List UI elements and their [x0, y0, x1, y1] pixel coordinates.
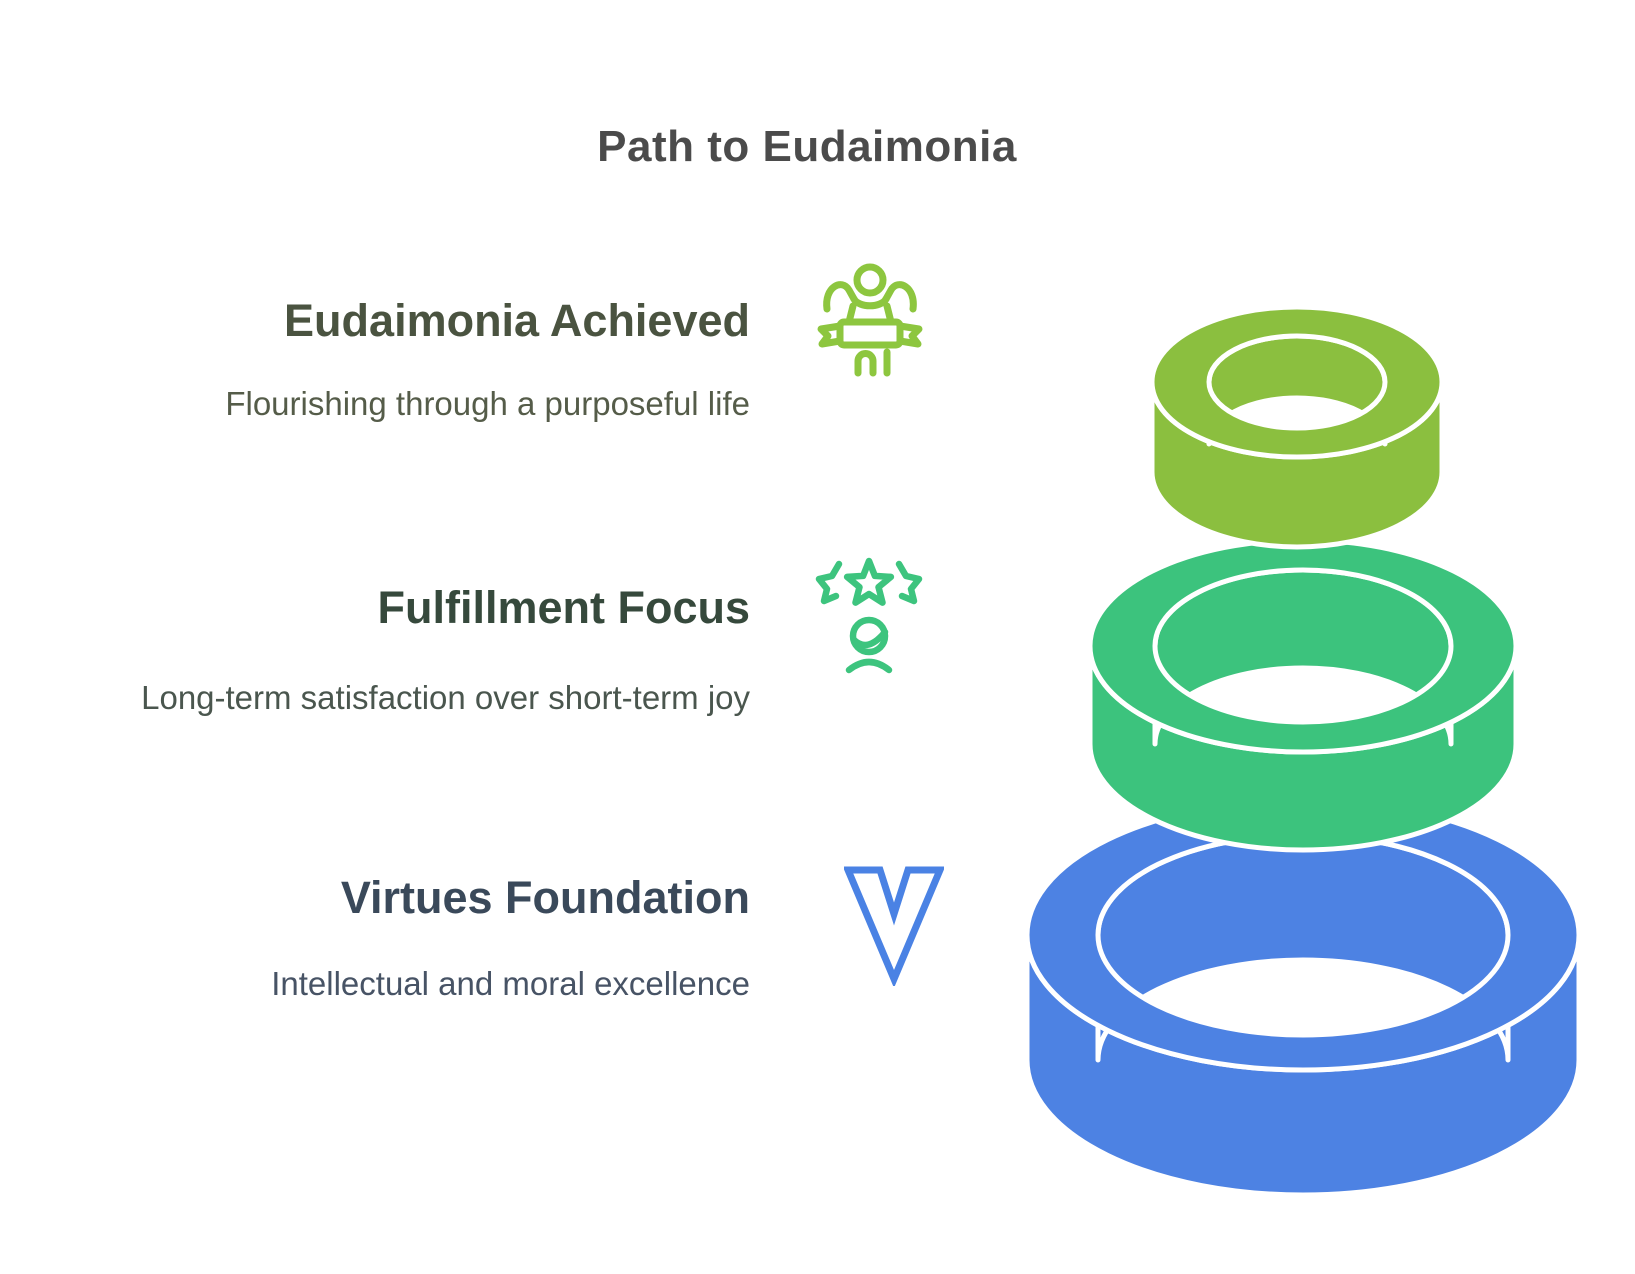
level-2-heading: Fulfillment Focus — [377, 582, 750, 633]
winner-left-arm — [823, 281, 858, 313]
letter-v-outline — [844, 866, 944, 986]
pyramid-ring-top — [1149, 304, 1445, 550]
level-1-heading: Eudaimonia Achieved — [284, 295, 750, 346]
ring-top-top-face — [1149, 304, 1445, 460]
banner-right-ribbon — [896, 322, 923, 348]
level-3-description: Intellectual and moral excellence — [271, 965, 750, 1002]
winner-right-arm — [882, 281, 917, 313]
pyramid-ring-bottom — [1024, 797, 1582, 1198]
left-partial-star — [815, 560, 843, 605]
level-2-description: Long-term satisfaction over short-term j… — [141, 679, 750, 716]
finish-line-winner-icon — [817, 263, 923, 377]
winner-collar — [850, 295, 890, 310]
three-stars-person-icon — [815, 557, 923, 674]
winner-left-leg — [854, 350, 877, 377]
banner-left-ribbon — [817, 322, 844, 348]
page-title: Path to Eudaimonia — [597, 122, 1017, 171]
right-partial-star — [895, 560, 923, 605]
finish-banner — [836, 318, 904, 349]
winner-head — [853, 263, 887, 297]
level-3-heading: Virtues Foundation — [340, 872, 750, 923]
letter-v-icon — [844, 866, 944, 986]
center-star — [843, 557, 895, 606]
person-shoulders — [845, 658, 893, 674]
ring-middle-top-face — [1087, 537, 1519, 755]
person-face-line — [850, 628, 889, 649]
pyramid-ring-middle — [1087, 537, 1519, 853]
level-1-description: Flourishing through a purposeful life — [225, 385, 750, 422]
